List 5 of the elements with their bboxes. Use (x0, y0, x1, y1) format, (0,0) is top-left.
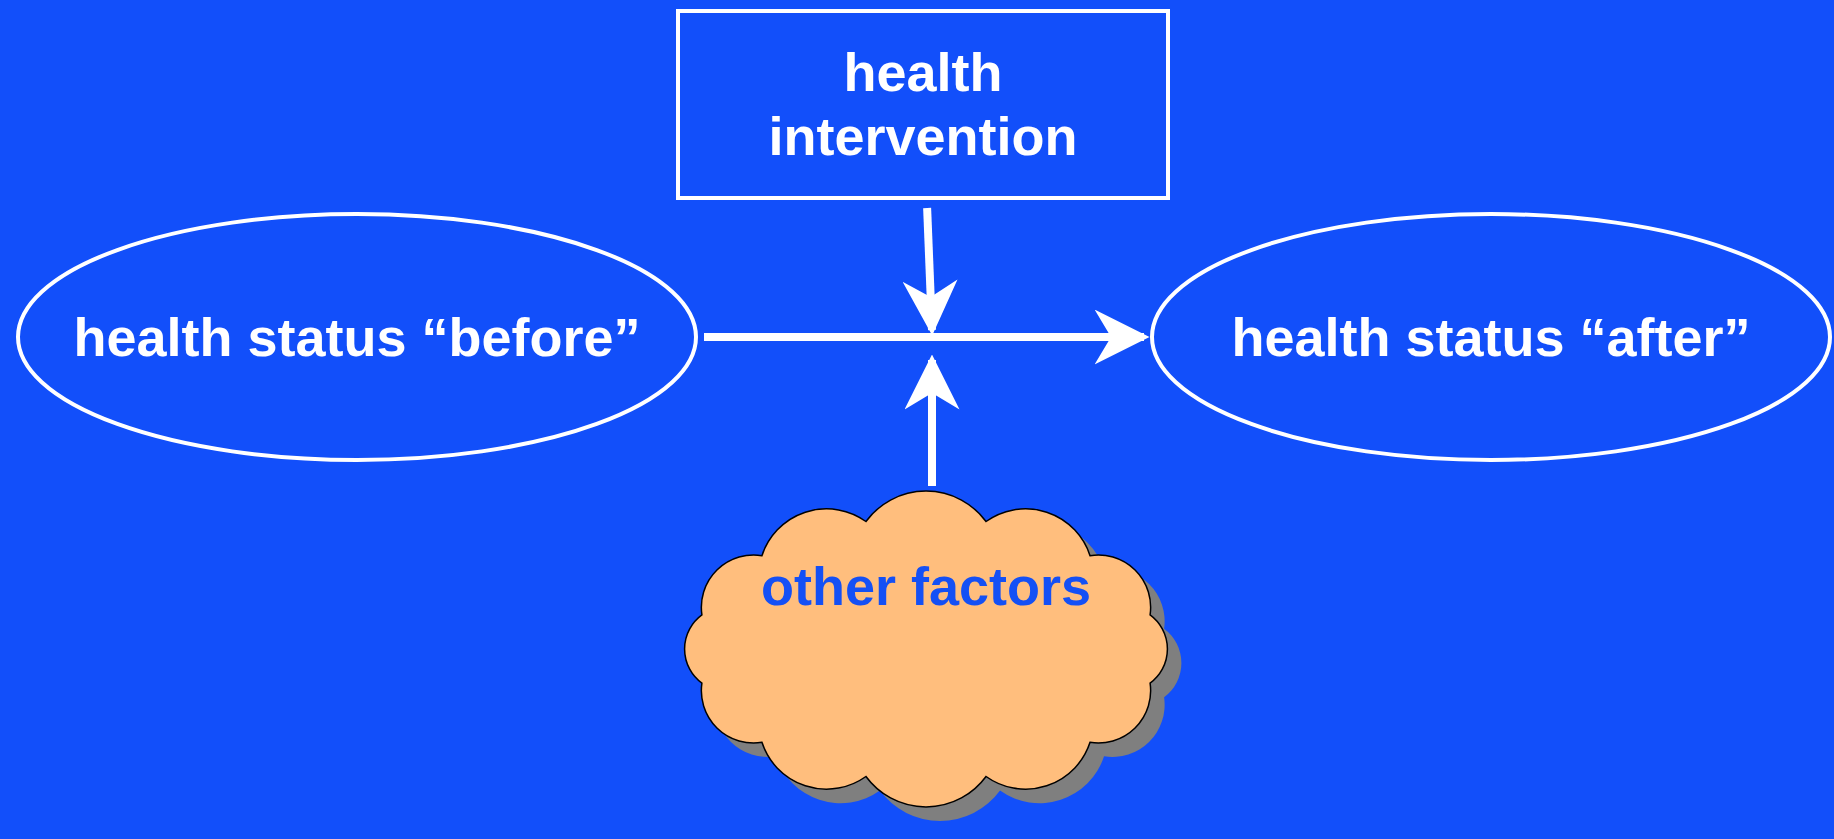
node-label: other factors (759, 555, 1093, 618)
node-label: health status “before” (72, 305, 642, 369)
node-label: health intervention (767, 40, 1079, 169)
node-label: health status “after” (1230, 305, 1752, 369)
process-box (676, 9, 1170, 200)
